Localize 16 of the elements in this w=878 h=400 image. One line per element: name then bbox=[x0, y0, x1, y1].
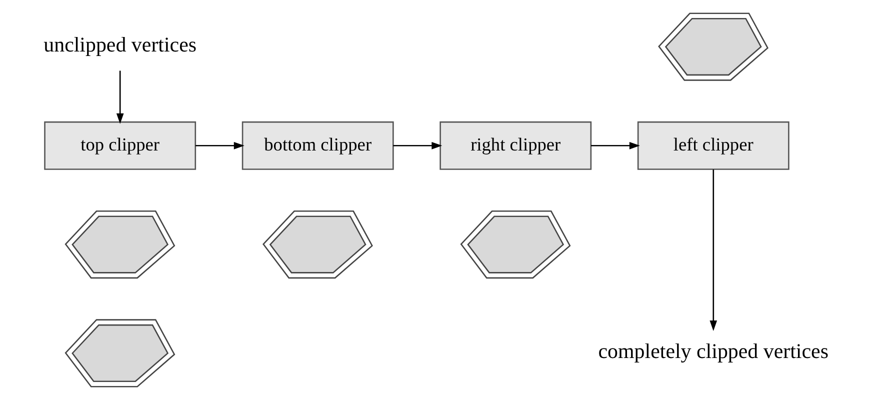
node-text: unclipped vertices bbox=[44, 32, 197, 57]
node-text: completely clipped vertices bbox=[598, 339, 828, 364]
node-picture bbox=[460, 210, 571, 279]
node-box: bottom clipper bbox=[242, 121, 394, 170]
node-picture bbox=[658, 12, 768, 81]
arrow bbox=[393, 142, 442, 150]
node-box: top clipper bbox=[44, 121, 196, 170]
node-picture bbox=[262, 210, 373, 279]
arrow bbox=[590, 142, 640, 150]
node-box: left clipper bbox=[637, 121, 790, 170]
node-picture bbox=[64, 210, 176, 279]
node-picture bbox=[64, 319, 176, 388]
arrow bbox=[710, 169, 718, 332]
node-box: right clipper bbox=[440, 121, 592, 170]
arrow bbox=[195, 142, 244, 150]
arrow bbox=[116, 70, 124, 124]
